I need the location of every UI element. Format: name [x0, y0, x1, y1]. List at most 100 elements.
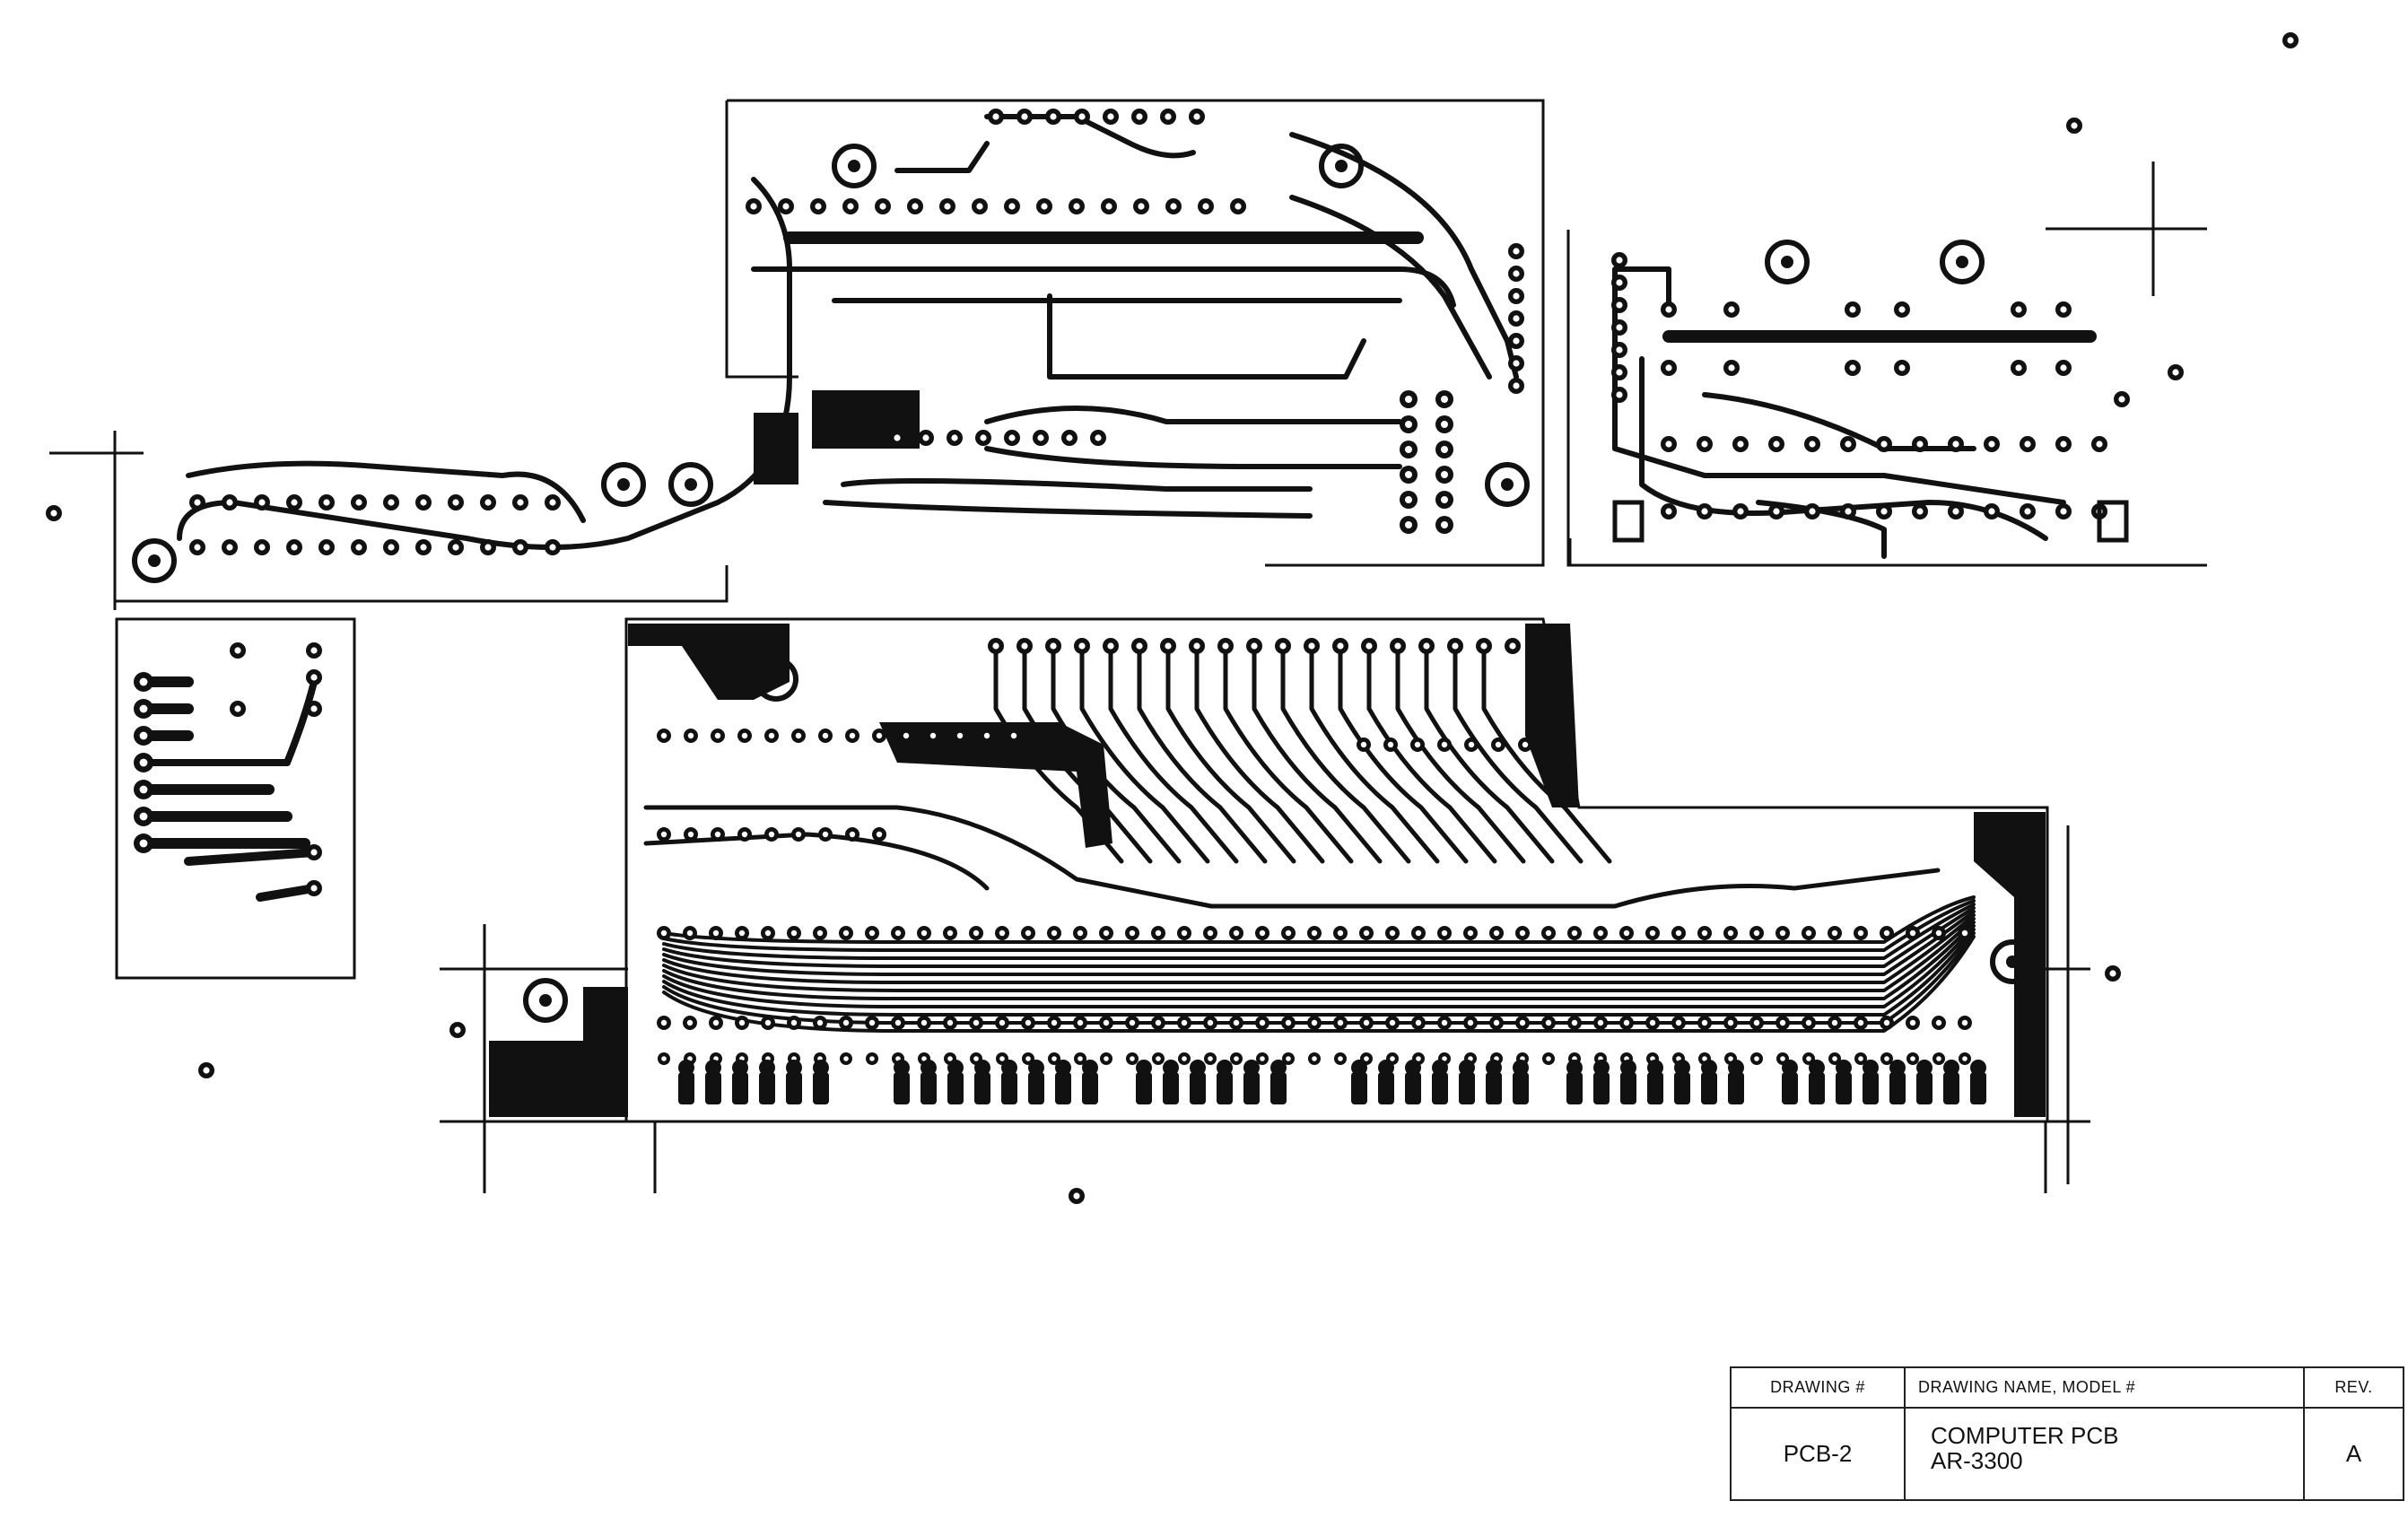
pad-hole [660, 929, 667, 937]
pad-hole [258, 499, 266, 506]
pad-hole [1105, 203, 1112, 210]
drawing-name-header: DRAWING NAME, MODEL # [1906, 1368, 2305, 1409]
pad-hole [712, 1019, 720, 1026]
edge-finger-pad [1486, 1060, 1502, 1076]
trace [751, 266, 1456, 308]
edge-finger [1028, 1072, 1044, 1104]
pad-hole [291, 499, 298, 506]
edge-finger [1270, 1072, 1287, 1104]
board-edge [727, 99, 1545, 567]
trace [1047, 293, 1366, 380]
edge-finger-pad [1566, 1060, 1583, 1076]
pad-hole [139, 704, 148, 713]
edge-finger [786, 1072, 802, 1104]
edge-finger-pad [786, 1060, 802, 1076]
trace [984, 446, 1402, 469]
mounting-hole-center [539, 994, 552, 1007]
pad-hole [1051, 929, 1058, 937]
pad-hole [842, 929, 850, 937]
pad-hole [1493, 929, 1500, 937]
cutout [2097, 500, 2129, 543]
edge-finger-pad [1028, 1060, 1044, 1076]
pad-hole [1616, 369, 1623, 376]
pad-hole [139, 812, 148, 821]
trace [1079, 643, 1210, 864]
pad-hole [1909, 929, 1916, 937]
pad-hole [876, 831, 883, 838]
pad-hole [944, 203, 951, 210]
pad-hole [1546, 1056, 1551, 1061]
pad-hole [194, 544, 201, 551]
pad-hole [843, 1056, 849, 1061]
pad-hole [868, 929, 876, 937]
pad-hole [1753, 929, 1760, 937]
pad-hole [1727, 929, 1734, 937]
pad-hole [1233, 929, 1240, 937]
pad-hole [1779, 1019, 1786, 1026]
edge-finger [1566, 1072, 1583, 1104]
pad-hole [1405, 421, 1412, 428]
edge-finger [1863, 1072, 1879, 1104]
pad-hole [992, 642, 999, 650]
pad-hole [1805, 1019, 1812, 1026]
trace [140, 678, 318, 766]
pad-hole [2015, 306, 2022, 313]
pad-hole [1155, 929, 1162, 937]
pad-hole [1857, 929, 1864, 937]
pad-hole [1728, 364, 1735, 371]
pad-hole [1259, 1019, 1266, 1026]
trace [184, 848, 318, 866]
pad-hole [816, 1019, 824, 1026]
edge-finger [920, 1072, 937, 1104]
edge-finger [1136, 1072, 1152, 1104]
pad-hole [517, 499, 524, 506]
pad-hole [1880, 508, 1888, 515]
pad-hole [310, 885, 318, 892]
pad-hole [849, 831, 856, 838]
edge-finger [1243, 1072, 1260, 1104]
pad-hole [764, 1019, 772, 1026]
edge-finger-pad [1351, 1060, 1367, 1076]
pad-hole [2024, 508, 2031, 515]
mounting-hole-center [1501, 478, 1514, 491]
pad-hole [234, 647, 241, 654]
pad-hole [1519, 1019, 1526, 1026]
trace [1395, 643, 1526, 864]
pad-hole [1962, 1056, 1967, 1061]
pad-hole [1623, 929, 1630, 937]
edge-finger [1432, 1072, 1448, 1104]
pad-hole [660, 831, 667, 838]
pad-hole [310, 705, 318, 712]
pad-hole [1037, 434, 1044, 441]
trace [894, 141, 990, 173]
trace [1424, 643, 1555, 864]
pad-hole [1130, 1056, 1135, 1061]
pad-hole [1832, 1056, 1837, 1061]
edge-finger-pad [1782, 1060, 1798, 1076]
pad-hole [1616, 346, 1623, 353]
pad-hole [1961, 929, 1968, 937]
pad-hole [1208, 1056, 1213, 1061]
pad-hole [1809, 441, 1816, 448]
pad-hole [1441, 1019, 1448, 1026]
pad-hole [1285, 929, 1292, 937]
pad-hole [1308, 642, 1315, 650]
edge-finger-pad [1916, 1060, 1933, 1076]
mounting-hole [523, 978, 568, 1023]
trace [1252, 643, 1383, 864]
edge-finger-pad [1055, 1060, 1071, 1076]
pad-hole [1441, 421, 1448, 428]
pad-hole [947, 1019, 954, 1026]
mounting-hole-center [1335, 160, 1348, 172]
mounting-hole-center [1781, 256, 1793, 268]
edge-finger [1809, 1072, 1825, 1104]
pad-hole [1513, 292, 1520, 300]
pad-hole [234, 705, 241, 712]
pad-hole [1073, 1192, 1080, 1200]
mounting-hole-center [770, 673, 782, 685]
pad-hole [1390, 1056, 1395, 1061]
pad-hole [1880, 441, 1888, 448]
pad-hole [980, 434, 987, 441]
pad-hole [1107, 642, 1114, 650]
pad-hole [764, 929, 772, 937]
